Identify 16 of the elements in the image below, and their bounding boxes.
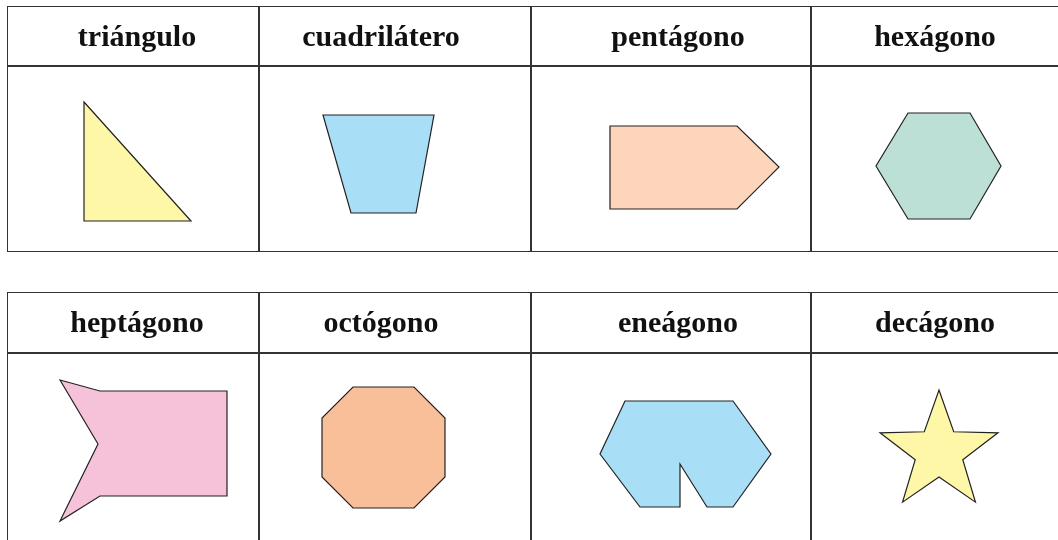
triangle-shape <box>83 100 193 222</box>
column-heading: cuadrilátero <box>302 19 460 53</box>
hexagon-shape <box>875 112 1002 220</box>
column-heading: eneágono <box>618 305 738 339</box>
heptagon-shape <box>58 379 228 523</box>
column-heading: triángulo <box>77 19 197 53</box>
nonagon-shape <box>599 400 772 508</box>
pentagon-shape <box>609 125 780 210</box>
trapezoid-shape <box>322 114 435 214</box>
octagon-shape <box>321 386 446 509</box>
column-heading: pentágono <box>611 19 745 53</box>
column-heading: octógono <box>323 305 439 339</box>
column-heading: decágono <box>875 305 995 339</box>
star-shape <box>878 388 1000 504</box>
column-heading: heptágono <box>70 305 204 339</box>
column-heading: hexágono <box>874 19 996 53</box>
